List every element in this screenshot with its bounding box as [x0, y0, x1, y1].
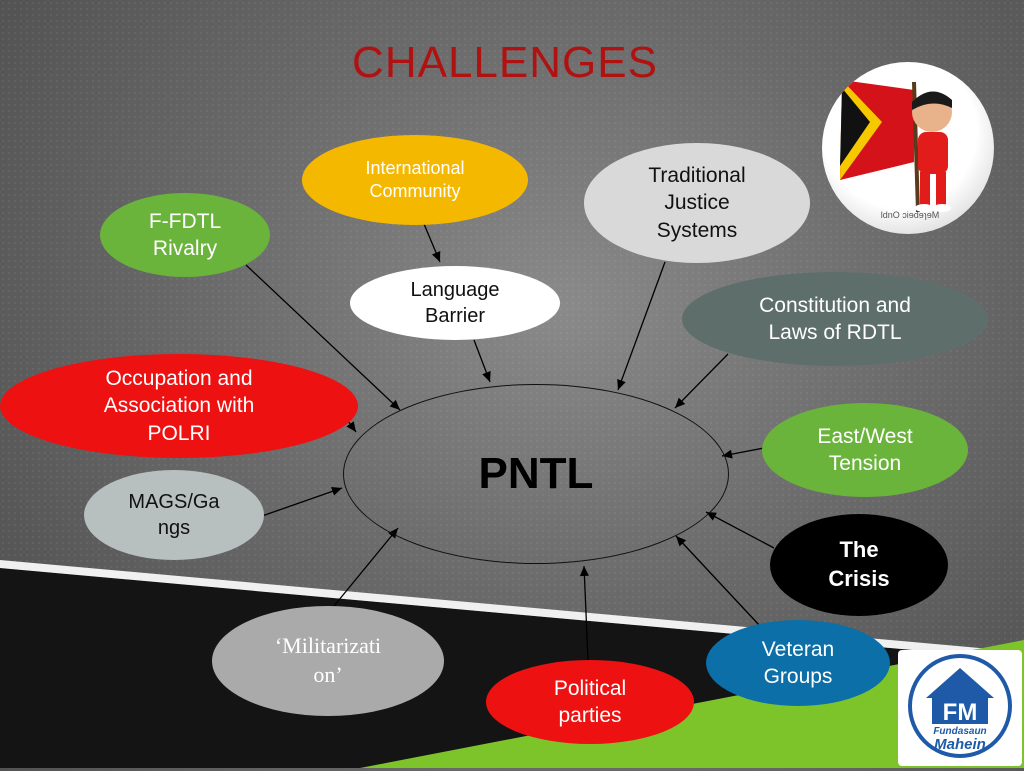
logo-mark: FM	[943, 699, 978, 726]
arrow-constitution-laws-to-pntl	[674, 353, 729, 409]
node-label: International Community	[365, 157, 465, 201]
house-fm-icon: FM	[908, 654, 1012, 758]
arrow-ffdtl-rivalry-to-pntl	[245, 264, 401, 411]
arrowhead-veteran-groups	[676, 536, 687, 547]
arrow-traditional-justice-to-pntl	[617, 261, 666, 391]
arrowhead-political-parties	[579, 566, 589, 577]
node-label: Constitution and Laws of RDTL	[759, 293, 911, 344]
arrow-the-crisis-to-pntl	[705, 511, 775, 549]
node-label: Language Barrier	[410, 279, 500, 327]
node-the-crisis: The Crisis	[770, 514, 948, 616]
logo-name: Fundasaun Mahein	[898, 726, 1022, 753]
center-node-pntl: PNTL	[343, 384, 729, 564]
node-international-community: International Community	[302, 135, 528, 225]
node-label: Veteran Groups	[761, 637, 835, 688]
node-label: F-FDTL Rivalry	[148, 209, 222, 260]
arrow-mags-gangs-to-pntl	[261, 487, 343, 517]
node-label: East/West Tension	[817, 424, 913, 475]
node-east-west-tension: East/West Tension	[762, 403, 968, 497]
node-traditional-justice: Traditional Justice Systems	[584, 143, 810, 263]
arrowhead-mags-gangs	[331, 487, 342, 496]
node-mags-gangs: MAGS/Ga ngs	[84, 470, 264, 560]
node-label: ‘Militarizati on’	[274, 633, 382, 687]
node-label: Traditional Justice Systems	[648, 164, 746, 242]
arrowhead-occupation-polri	[346, 421, 356, 432]
node-label: Occupation and Association with POLRI	[103, 367, 255, 445]
arrowhead-language-barrier	[482, 371, 491, 382]
arrowhead-ffdtl-rivalry	[389, 399, 400, 410]
arrowhead-the-crisis	[706, 512, 717, 521]
node-label: MAGS/Ga ngs	[128, 491, 220, 539]
emblem-badge: ldnO ɔiɘdɘɿɘM	[822, 62, 994, 234]
node-ffdtl-rivalry: F-FDTL Rivalry	[100, 193, 270, 277]
arrow-veteran-groups-to-pntl	[675, 535, 761, 627]
fundasaun-mahein-logo: FM Fundasaun Mahein	[898, 650, 1022, 766]
node-militarization: ‘Militarizati on’	[212, 606, 444, 716]
arrowhead-traditional-justice	[617, 379, 626, 390]
arrowhead-international-community	[431, 251, 441, 262]
node-political-parties: Political parties	[486, 660, 694, 744]
arrow-political-parties-to-pntl	[583, 565, 589, 661]
timor-flag-character-icon	[840, 80, 952, 213]
node-label: The Crisis	[828, 537, 890, 591]
arrowhead-constitution-laws	[675, 397, 686, 408]
slide-title: CHALLENGES	[352, 38, 658, 87]
arrow-militarization-to-pntl	[333, 527, 399, 607]
node-constitution-laws: Constitution and Laws of RDTL	[682, 272, 988, 366]
logo-line-2: Mahein	[934, 736, 986, 753]
emblem-caption: ldnO ɔiɘdɘɿɘM	[880, 210, 940, 220]
node-language-barrier: Language Barrier	[350, 266, 560, 340]
node-occupation-polri: Occupation and Association with POLRI	[0, 354, 358, 458]
node-veteran-groups: Veteran Groups	[706, 620, 890, 706]
node-label: Political parties	[553, 676, 627, 727]
logo-line-1: Fundasaun	[933, 726, 987, 737]
center-node-label: PNTL	[478, 449, 594, 499]
